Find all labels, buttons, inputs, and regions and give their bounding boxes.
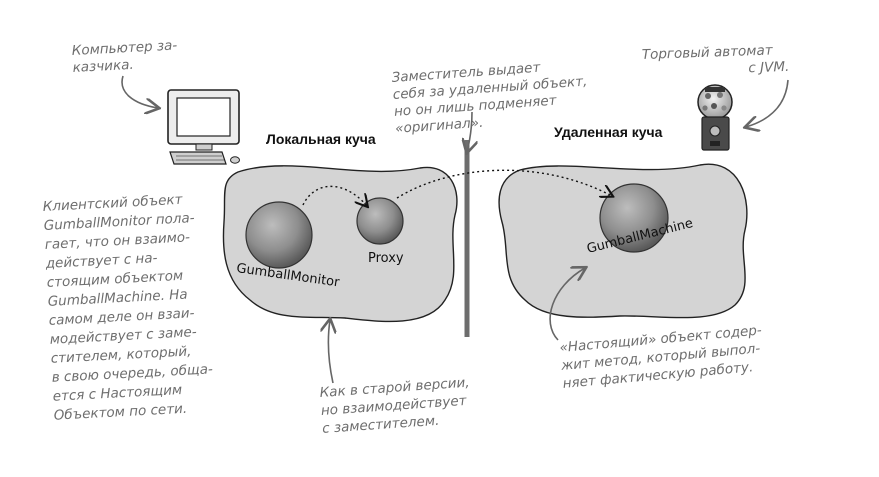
note-proxy-pretends: Заместитель выдает себя за удаленный объ… (391, 56, 594, 137)
note-old-version: Как в старой версии, но взаимодействует … (319, 374, 477, 437)
note-client-computer: Компьютер за- казчика. (71, 37, 182, 76)
note-arrow-computer (121, 75, 158, 108)
note-real-object: «Настоящий» объект содер- жит метод, кот… (558, 322, 770, 392)
note-line: гает, что он взаимо- (44, 229, 190, 253)
gumball-machine-icon (697, 84, 733, 151)
note-line: Компьютер за- (71, 37, 177, 59)
note-arrow-vending (746, 79, 789, 127)
note-line: GumballMachine. На (47, 287, 188, 310)
proxy-label: Proxy (368, 251, 404, 266)
proxy-sphere (356, 197, 404, 245)
note-arrow-real-object (549, 268, 585, 341)
note-line: действует с на- (44, 250, 158, 272)
note-line: самом деле он взаи- (48, 305, 195, 329)
note-line: «оригинал». (395, 115, 484, 137)
note-line: Клиентский объект (42, 192, 184, 215)
note-line: Объектом по сети. (53, 401, 187, 424)
note-line: ется с Настоящим (52, 382, 182, 405)
note-arrow-old-version (328, 320, 333, 384)
note-line: модействует с заме- (49, 324, 197, 348)
note-line: стоящим объектом (46, 268, 183, 291)
note-line: казчика. (72, 57, 134, 76)
note-vending-machine: Торговый автомат с JVM. (642, 42, 790, 80)
monitor-to-proxy-arrow (302, 185, 367, 206)
note-line: с JVM. (748, 59, 789, 76)
local-heap-title: Локальная куча (266, 131, 376, 147)
note-line: стителем, который, (50, 343, 191, 366)
computer-icon (167, 89, 240, 165)
note-client-object: Клиентский объект GumballMonitor пола- г… (41, 190, 219, 423)
proxy-to-machine-arrow (396, 169, 612, 199)
remote-heap-title: Удаленная куча (554, 124, 663, 140)
gumball-machine-sphere (599, 183, 669, 253)
gumball-monitor-sphere (245, 201, 313, 269)
note-line: GumballMonitor пола- (43, 210, 195, 234)
note-arrow-proxy-pretends (467, 111, 472, 152)
note-line: Торговый автомат (642, 42, 774, 63)
